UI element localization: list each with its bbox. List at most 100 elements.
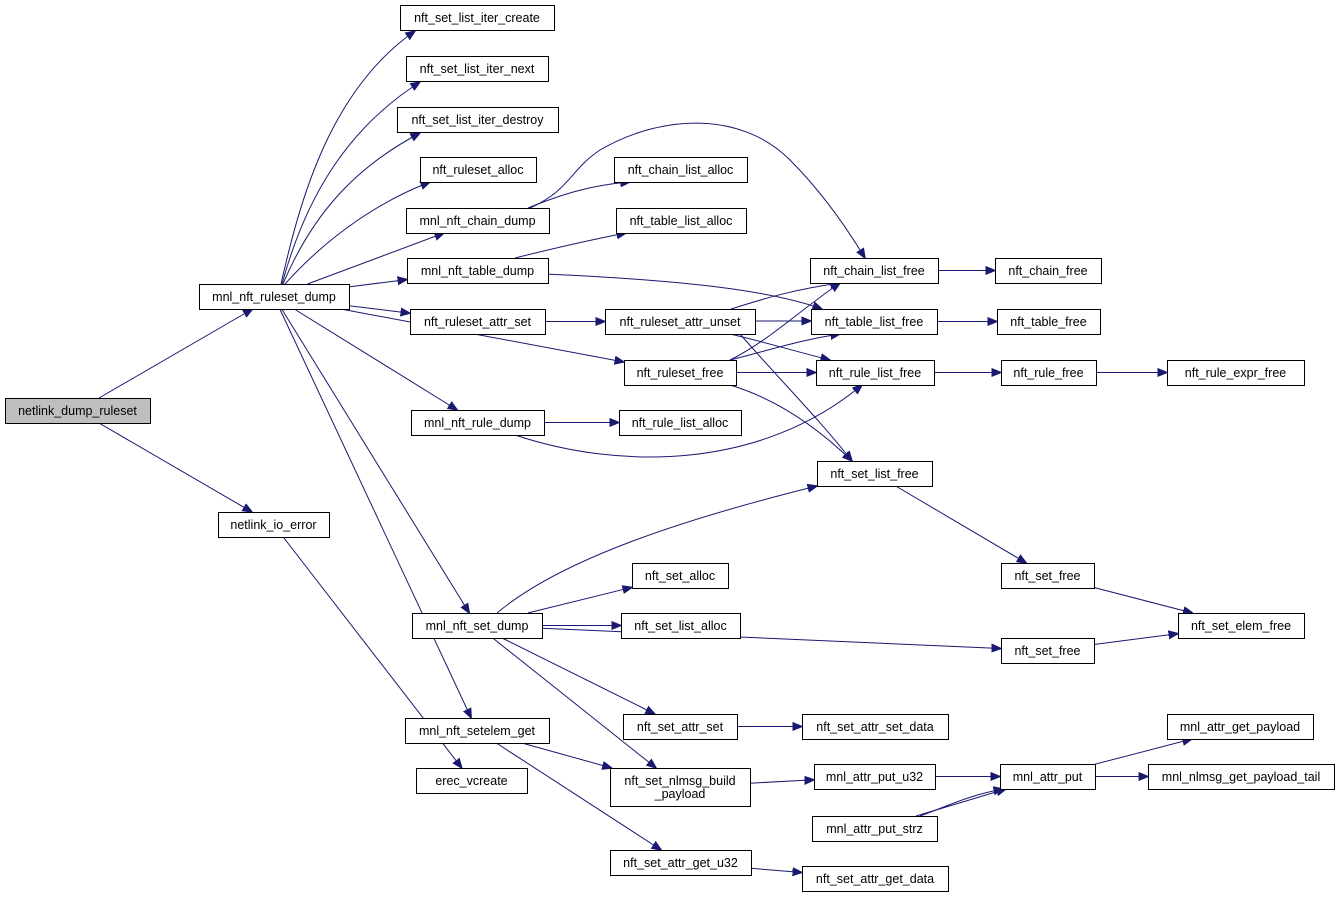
- node-box: [995, 258, 1102, 284]
- node-mnl_nft_table_dump[interactable]: mnl_nft_table_dump: [407, 258, 549, 284]
- edge-mnl_nft_ruleset_dump-to-nft_set_list_iter_destroy: [282, 133, 420, 285]
- node-box: [614, 157, 748, 183]
- node-label: mnl_attr_put_strz: [826, 822, 923, 836]
- node-nft_rule_free[interactable]: nft_rule_free: [1001, 360, 1097, 386]
- node-nft_set_list_iter_destroy[interactable]: nft_set_list_iter_destroy: [397, 107, 559, 133]
- edge-netlink_dump_ruleset-to-mnl_nft_ruleset_dump: [98, 309, 253, 399]
- node-label: nft_set_list_iter_create: [414, 11, 540, 25]
- edge-nft_set_attr_get_u32-to-nft_set_attr_get_data: [750, 868, 802, 872]
- node-box: [817, 461, 933, 487]
- node-nft_rule_list_alloc[interactable]: nft_rule_list_alloc: [619, 410, 742, 436]
- edge-mnl_attr_put-to-mnl_attr_get_payload: [1094, 739, 1192, 765]
- node-label: nft_set_list_alloc: [634, 619, 726, 633]
- node-nft_set_alloc[interactable]: nft_set_alloc: [632, 563, 729, 589]
- node-label: nft_set_free: [1014, 644, 1080, 658]
- node-nft_set_attr_set[interactable]: nft_set_attr_set: [623, 714, 738, 740]
- edge-mnl_nft_ruleset_dump-to-nft_ruleset_alloc: [284, 182, 430, 285]
- edge-nft_set_free_a-to-nft_set_elem_free: [1093, 587, 1193, 614]
- node-nft_set_list_iter_create[interactable]: nft_set_list_iter_create: [400, 5, 555, 31]
- edge-nft_ruleset_attr_unset-to-nft_rule_list_free: [729, 333, 830, 360]
- node-label: nft_rule_list_free: [829, 366, 921, 380]
- node-label: mnl_attr_put_u32: [826, 770, 923, 784]
- edge-mnl_nft_ruleset_dump-to-nft_set_list_iter_create: [280, 31, 415, 285]
- node-label: nft_ruleset_free: [637, 366, 724, 380]
- node-nft_set_list_alloc[interactable]: nft_set_list_alloc: [621, 613, 741, 639]
- node-box: [1001, 563, 1095, 589]
- node-mnl_attr_put[interactable]: mnl_attr_put: [1000, 764, 1096, 790]
- node-netlink_dump_ruleset[interactable]: netlink_dump_ruleset: [5, 398, 151, 424]
- node-box: [811, 309, 938, 335]
- node-box: [1000, 764, 1096, 790]
- node-box: [420, 157, 537, 183]
- node-nft_table_list_alloc[interactable]: nft_table_list_alloc: [616, 208, 747, 234]
- node-box: [5, 398, 151, 424]
- node-nft_set_free_a[interactable]: nft_set_free: [1001, 563, 1095, 589]
- node-label: nft_set_attr_get_u32: [623, 856, 738, 870]
- edge-mnl_nft_set_dump-to-nft_set_attr_set: [501, 637, 655, 714]
- node-label: nft_set_free: [1014, 569, 1080, 583]
- node-nft_set_elem_free[interactable]: nft_set_elem_free: [1178, 613, 1305, 639]
- node-nft_set_attr_get_u32[interactable]: nft_set_attr_get_u32: [610, 850, 752, 876]
- node-mnl_nft_rule_dump[interactable]: mnl_nft_rule_dump: [411, 410, 545, 436]
- node-netlink_io_error[interactable]: netlink_io_error: [218, 512, 330, 538]
- node-label: mnl_nft_table_dump: [421, 264, 534, 278]
- node-nft_ruleset_attr_unset[interactable]: nft_ruleset_attr_unset: [605, 309, 756, 335]
- node-mnl_attr_put_strz[interactable]: mnl_attr_put_strz: [812, 816, 938, 842]
- node-nft_ruleset_alloc[interactable]: nft_ruleset_alloc: [420, 157, 537, 183]
- node-box: [1148, 764, 1335, 790]
- node-mnl_nft_chain_dump[interactable]: mnl_nft_chain_dump: [406, 208, 550, 234]
- edge-mnl_nft_ruleset_dump-to-mnl_nft_chain_dump: [307, 233, 445, 285]
- node-nft_set_attr_get_data[interactable]: nft_set_attr_get_data: [802, 866, 949, 892]
- edge-mnl_nft_table_dump-to-nft_table_list_alloc: [514, 233, 626, 259]
- node-box: [406, 56, 549, 82]
- node-label: nft_table_list_free: [825, 315, 924, 329]
- node-label: nft_chain_free: [1008, 264, 1087, 278]
- edge-nft_ruleset_attr_unset-to-nft_set_list_free: [739, 333, 852, 461]
- node-nft_set_list_free[interactable]: nft_set_list_free: [817, 461, 933, 487]
- node-mnl_nft_set_dump[interactable]: mnl_nft_set_dump: [412, 613, 543, 639]
- node-nft_ruleset_free[interactable]: nft_ruleset_free: [624, 360, 737, 386]
- node-label: mnl_nft_set_dump: [426, 619, 529, 633]
- node-mnl_nft_ruleset_dump[interactable]: mnl_nft_ruleset_dump: [199, 284, 350, 310]
- edge-mnl_attr_put_strz-to-mnl_attr_put: [915, 789, 1006, 817]
- node-label: nft_rule_list_alloc: [632, 416, 729, 430]
- node-box: [407, 258, 549, 284]
- node-nft_table_free[interactable]: nft_table_free: [997, 309, 1101, 335]
- node-box: [632, 563, 729, 589]
- node-label: nft_set_elem_free: [1191, 619, 1291, 633]
- node-label: nft_set_attr_get_data: [816, 872, 934, 886]
- node-label: nft_rule_free: [1013, 366, 1083, 380]
- node-nft_rule_list_free[interactable]: nft_rule_list_free: [816, 360, 935, 386]
- node-label: netlink_io_error: [230, 518, 316, 532]
- node-box: [1001, 360, 1097, 386]
- node-box: [619, 410, 742, 436]
- node-nft_set_attr_set_data[interactable]: nft_set_attr_set_data: [802, 714, 949, 740]
- node-mnl_attr_get_payload[interactable]: mnl_attr_get_payload: [1167, 714, 1314, 740]
- node-label: nft_set_list_free: [830, 467, 918, 481]
- node-nft_set_free_b[interactable]: nft_set_free: [1001, 638, 1095, 664]
- edge-mnl_nft_set_dump-to-nft_set_free_b: [541, 627, 1001, 648]
- node-nft_table_list_free[interactable]: nft_table_list_free: [811, 309, 938, 335]
- node-erec_vcreate[interactable]: erec_vcreate: [416, 768, 528, 794]
- node-nft_chain_list_alloc[interactable]: nft_chain_list_alloc: [614, 157, 748, 183]
- node-label: mnl_nlmsg_get_payload_tail: [1162, 770, 1320, 784]
- node-nft_set_list_iter_next[interactable]: nft_set_list_iter_next: [406, 56, 549, 82]
- node-mnl_attr_put_u32[interactable]: mnl_attr_put_u32: [814, 764, 936, 790]
- node-label: nft_table_list_alloc: [630, 214, 733, 228]
- node-label: nft_chain_list_alloc: [628, 163, 734, 177]
- edge-mnl_nft_ruleset_dump-to-mnl_nft_set_dump: [281, 308, 470, 613]
- node-label: mnl_attr_put: [1013, 770, 1083, 784]
- node-mnl_nlmsg_get_payload_tail[interactable]: mnl_nlmsg_get_payload_tail: [1148, 764, 1335, 790]
- node-box: [621, 613, 741, 639]
- node-nft_chain_list_free[interactable]: nft_chain_list_free: [810, 258, 939, 284]
- node-box: [616, 208, 747, 234]
- node-label: mnl_nft_rule_dump: [424, 416, 531, 430]
- node-nft_set_nlmsg_build_payload[interactable]: nft_set_nlmsg_build_payload: [610, 768, 751, 807]
- node-mnl_nft_setelem_get[interactable]: mnl_nft_setelem_get: [405, 718, 550, 744]
- edge-netlink_dump_ruleset-to-netlink_io_error: [98, 422, 252, 512]
- node-label: nft_ruleset_attr_set: [424, 315, 532, 329]
- edge-mnl_nft_setelem_get-to-nft_set_attr_get_u32: [496, 742, 661, 850]
- node-nft_ruleset_attr_set[interactable]: nft_ruleset_attr_set: [410, 309, 546, 335]
- node-nft_chain_free[interactable]: nft_chain_free: [995, 258, 1102, 284]
- node-nft_rule_expr_free[interactable]: nft_rule_expr_free: [1167, 360, 1305, 386]
